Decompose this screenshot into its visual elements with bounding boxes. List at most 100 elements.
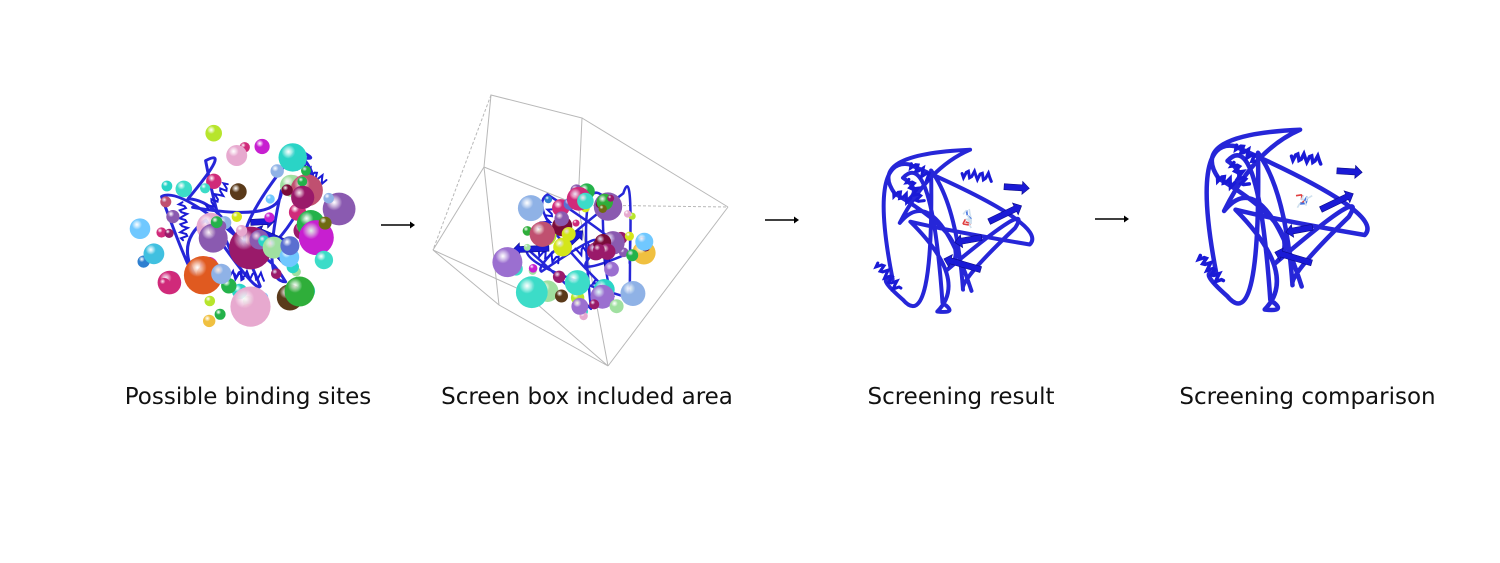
beta-strand	[987, 202, 1022, 225]
caption-possible-binding-sites: Possible binding sites	[124, 384, 372, 410]
binding-site-sphere	[214, 308, 226, 320]
binding-site-sphere	[210, 216, 223, 229]
helix	[1233, 143, 1257, 164]
binding-site-sphere	[607, 194, 615, 202]
helix	[908, 162, 932, 182]
beta-strand	[1319, 190, 1354, 213]
binding-site-sphere	[164, 228, 174, 238]
binding-site-sphere	[160, 196, 172, 208]
binding-site-sphere	[264, 212, 275, 223]
beta-strand	[1274, 247, 1313, 267]
right-arrow-icon	[765, 216, 799, 224]
ligand-bond	[1295, 194, 1303, 197]
binding-site-sphere	[166, 210, 180, 224]
binding-site-sphere	[278, 143, 307, 172]
binding-site-sphere	[589, 299, 600, 310]
helix	[1289, 149, 1323, 167]
binding-site-sphere	[281, 184, 293, 196]
binding-site-sphere	[183, 256, 223, 295]
binding-site-sphere	[226, 145, 248, 166]
beta-strand	[1285, 223, 1314, 238]
binding-site-sphere	[175, 180, 193, 198]
binding-site-sphere	[561, 227, 576, 241]
helix	[960, 167, 993, 184]
binding-site-sphere	[626, 249, 639, 262]
right-arrow-icon	[381, 221, 415, 229]
protein-ribbon	[1204, 127, 1370, 313]
binding-site-sphere	[230, 286, 271, 327]
binding-sites-image	[129, 124, 356, 328]
screen-box-image	[432, 94, 729, 367]
binding-site-sphere	[598, 204, 607, 213]
binding-site-sphere	[297, 176, 308, 187]
binding-site-sphere	[280, 236, 300, 256]
binding-site-sphere	[544, 195, 553, 204]
binding-site-sphere	[156, 227, 167, 238]
binding-site-sphere	[270, 164, 284, 178]
screen-box	[432, 94, 729, 367]
helix	[1227, 160, 1252, 187]
binding-site-sphere	[200, 183, 211, 194]
beta-strand	[1336, 164, 1363, 180]
binding-site-sphere	[291, 185, 315, 209]
binding-site-sphere	[517, 195, 544, 222]
binding-site-sphere	[571, 298, 589, 315]
caption-screen-box-included-area: Screen box included area	[441, 384, 733, 410]
helix	[1195, 253, 1226, 285]
ligand-bond	[967, 223, 972, 229]
ligand-bond	[962, 219, 967, 225]
binding-site-sphere	[284, 276, 315, 307]
binding-site-sphere	[515, 276, 548, 309]
binding-site-sphere	[492, 247, 523, 278]
binding-site-sphere	[204, 295, 216, 307]
binding-site-sphere	[635, 232, 654, 251]
binding-site-sphere	[203, 314, 216, 328]
binding-site-sphere	[314, 250, 334, 270]
helix	[873, 261, 903, 292]
ligand-bond	[1305, 196, 1308, 202]
binding-site-sphere	[206, 173, 222, 189]
ligand-bond	[1296, 202, 1301, 209]
binding-site-sphere	[236, 225, 248, 237]
binding-site-sphere	[593, 244, 605, 256]
beta-strand	[954, 234, 983, 249]
binding-site-sphere	[161, 180, 173, 192]
binding-site-sphere	[129, 218, 151, 239]
binding-site-sphere	[564, 270, 590, 296]
binding-site-sphere	[211, 263, 232, 284]
binding-site-sphere	[271, 268, 282, 280]
helix	[537, 250, 560, 265]
beta-strand	[943, 254, 982, 273]
binding-site-sphere	[265, 194, 275, 204]
ligand-bond	[966, 214, 971, 221]
binding-site-sphere	[620, 281, 646, 306]
binding-site-sphere	[572, 219, 580, 227]
binding-site-sphere	[523, 243, 531, 251]
ligand-bond	[1300, 194, 1305, 201]
ligand-bond	[1306, 195, 1313, 200]
binding-site-sphere	[623, 210, 632, 218]
helix	[903, 177, 926, 203]
screening-comparison-image	[1195, 127, 1370, 313]
binding-site-sphere	[555, 289, 568, 303]
ligand-bond	[962, 209, 968, 215]
ligand-bond	[967, 219, 972, 225]
binding-site-sphere	[323, 192, 334, 204]
helix	[203, 181, 229, 212]
binding-site-sphere	[318, 216, 332, 230]
binding-site-sphere	[301, 165, 311, 176]
binding-site-sphere	[229, 183, 247, 201]
binding-site-sphere	[262, 236, 285, 259]
binding-site-sphere	[554, 211, 569, 226]
binding-site-sphere	[254, 138, 270, 155]
protein-ribbon	[881, 147, 1035, 314]
binding-site-sphere	[231, 211, 242, 222]
helix	[233, 268, 265, 282]
binding-site-sphere	[143, 243, 165, 265]
binding-site-sphere	[205, 124, 222, 142]
ligand-bond	[962, 223, 969, 226]
binding-site-sphere	[553, 237, 572, 257]
right-arrow-icon	[1095, 215, 1129, 223]
binding-site-sphere	[577, 192, 594, 210]
binding-site-sphere	[624, 231, 634, 241]
